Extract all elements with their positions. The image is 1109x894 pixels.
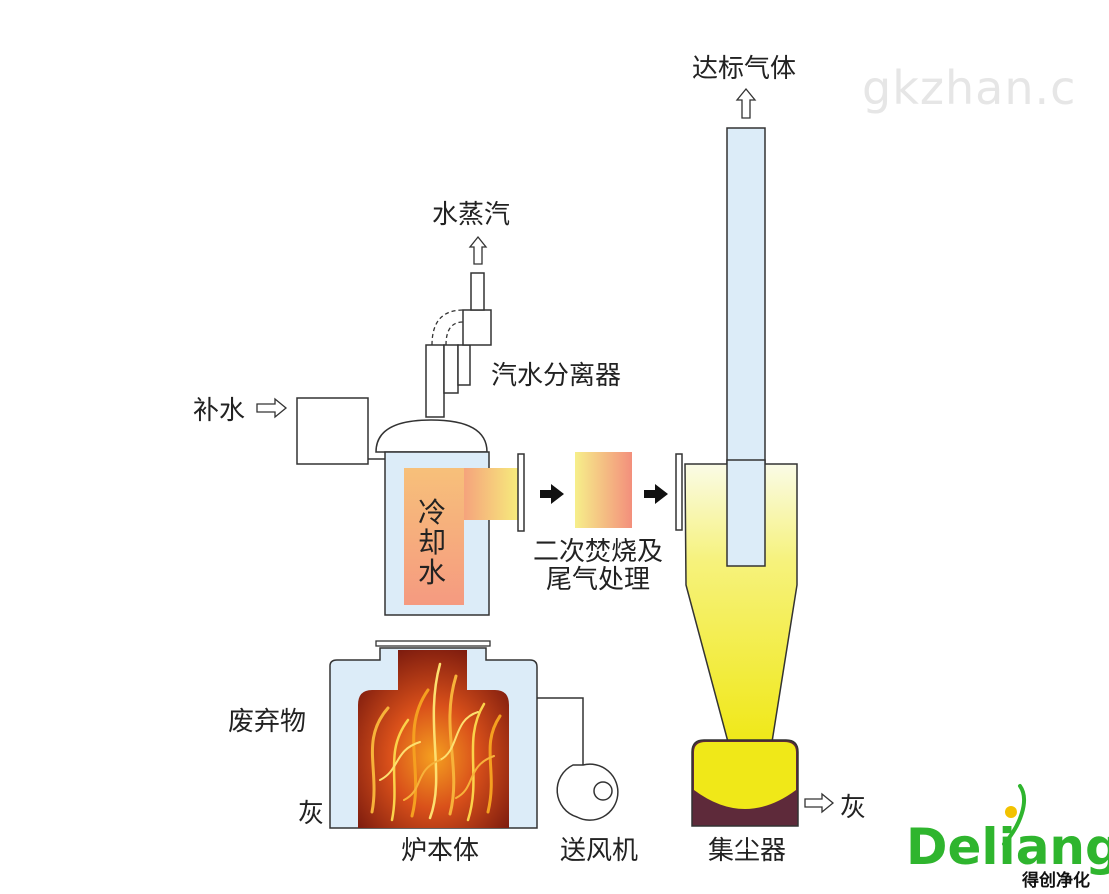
- blower-fan: [537, 697, 619, 821]
- furnace-body-label: 炉本体: [401, 836, 479, 866]
- ash-left-label: 灰: [298, 799, 324, 829]
- cooling-water-label-1: 冷: [418, 496, 446, 529]
- flow-arrow-1: [540, 484, 564, 504]
- steam-up-arrow: [468, 235, 488, 265]
- dust-collector-bin: [691, 739, 799, 827]
- boiler-dome: [375, 419, 488, 453]
- dust-collector-label: 集尘器: [708, 836, 786, 866]
- logo-main-text: Deliang: [906, 818, 1109, 876]
- cyclone-separator: [684, 459, 798, 743]
- steam-label: 水蒸汽: [432, 200, 510, 230]
- cooling-water-label-3: 水: [418, 556, 446, 589]
- makeup-water-arrow: [256, 397, 288, 419]
- fire-flames: [370, 662, 502, 822]
- makeup-water-tank: [296, 397, 385, 465]
- exhaust-up-arrow: [735, 87, 757, 119]
- waste-label: 废弃物: [228, 707, 306, 737]
- boiler-vessel: [384, 451, 520, 616]
- secondary-treatment-label-2: 尾气处理: [546, 565, 650, 595]
- flange-left: [517, 453, 525, 532]
- separator-label: 汽水分离器: [491, 361, 621, 391]
- furnace-lid: [375, 640, 491, 647]
- ash-out-arrow: [804, 792, 835, 814]
- steam-water-separator: [425, 272, 492, 418]
- secondary-treatment-label-1: 二次焚烧及: [533, 537, 663, 567]
- deliang-logo: Deliang 得创净化: [906, 784, 1109, 891]
- inlet-flange-right: [675, 453, 683, 531]
- watermark-text: gkzhan.c: [862, 61, 1076, 115]
- flow-arrow-2: [644, 484, 668, 504]
- logo-sub-text: 得创净化: [1021, 870, 1090, 891]
- logo-dot-icon: [1005, 806, 1017, 818]
- exhaust-gas-label: 达标气体: [692, 54, 796, 84]
- ash-right-label: 灰: [840, 793, 866, 823]
- cooling-water-label-2: 却: [418, 526, 446, 559]
- makeup-water-label: 补水: [193, 396, 245, 426]
- blower-label: 送风机: [560, 836, 638, 866]
- secondary-treatment-box: [575, 452, 632, 528]
